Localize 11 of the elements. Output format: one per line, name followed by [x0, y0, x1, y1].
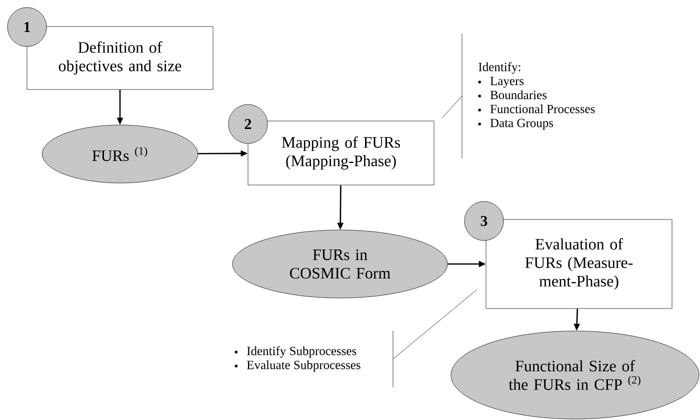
node-label: Boundaries: [490, 90, 546, 100]
bracketed-list: Identify Subprocesses Evaluate Subprocesses: [234, 330, 394, 388]
node-label: Evaluate Subprocesses: [246, 360, 360, 372]
leader-line: [442, 96, 462, 118]
bracketed-list: Identify: Layers Boundaries Functional Processes Data Groups: [462, 33, 595, 159]
node-label: Functional Processes: [490, 104, 595, 114]
leader-line: [392, 290, 477, 360]
node-label: Identify Subprocesses: [247, 346, 356, 358]
node-label: Data Groups: [490, 118, 554, 130]
node-label: Layers: [490, 76, 524, 88]
node-label: Identify:: [478, 62, 520, 74]
